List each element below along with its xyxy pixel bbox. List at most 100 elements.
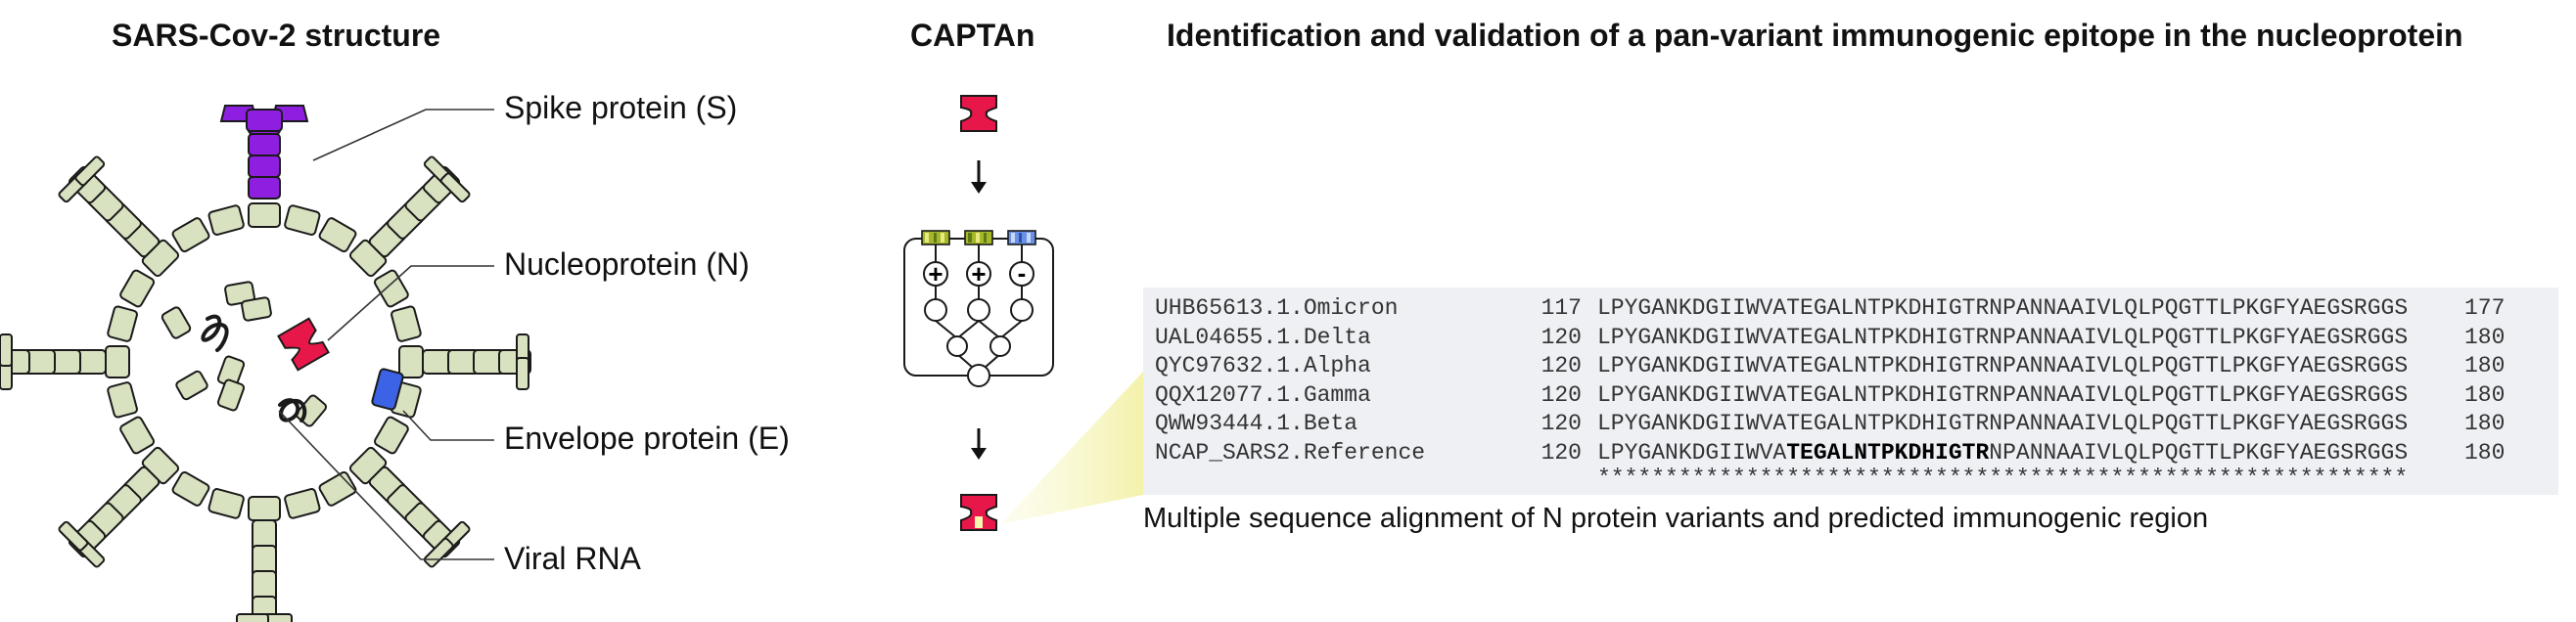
membrane-protein: [439, 172, 471, 203]
epitope-highlight: TEGALNTPKDHIGTR: [1786, 439, 1990, 466]
membrane-protein: [398, 345, 424, 378]
sequence-residues: LPYGANKDGIIWVATEGALNTPKDHIGTRNPANNAAIVLQ…: [1597, 351, 2408, 380]
residues-pre: LPYGANKDGIIWVATEGALNTPKDHIGTRNPANNAAIVLQ…: [1597, 411, 2409, 436]
residues-pre: LPYGANKDGIIWVATEGALNTPKDHIGTRNPANNAAIVLQ…: [1597, 353, 2409, 378]
sequence-name: NCAP_SARS2.Reference: [1155, 439, 1426, 466]
down-arrow-icon: [971, 160, 987, 194]
network-node: [967, 298, 990, 322]
membrane-protein: [318, 470, 357, 507]
membrane-protein: [107, 305, 138, 342]
identification-heading: Identification and validation of a pan-v…: [1167, 18, 2463, 53]
network-node: [946, 335, 968, 357]
membrane-protein: [373, 416, 409, 455]
membrane-protein: [391, 305, 422, 342]
membrane-protein: [207, 488, 245, 519]
alignment-consensus-row: ****************************************…: [1155, 464, 2408, 522]
sequence-end: 177: [2464, 295, 2506, 321]
viral-rna: [201, 314, 229, 352]
membrane-protein: [284, 204, 321, 236]
captan-output-peptide: [960, 494, 997, 531]
structure-heading: SARS-Cov-2 structure: [112, 18, 441, 53]
network-node-plus-1: [923, 261, 948, 287]
sequence-name: QQX12077.1.Gamma: [1155, 381, 1371, 408]
neural-network-box: + + -: [903, 230, 1054, 387]
network-node-minus: [1009, 261, 1035, 287]
spike-leader-line: [312, 109, 494, 161]
sequence-start: 120: [1541, 381, 1582, 408]
nucleocapsid-fragment: [241, 296, 272, 322]
nucleocapsid-fragment: [161, 306, 192, 339]
sequence-end: 180: [2464, 324, 2506, 350]
sequence-residues: LPYGANKDGIIWVATEGALNTPKDHIGTRNPANNAAIVLQ…: [1597, 438, 2408, 467]
sequence-residues: LPYGANKDGIIWVATEGALNTPKDHIGTRNPANNAAIVLQ…: [1597, 293, 2408, 323]
plus-sign-2: +: [971, 259, 986, 289]
variant-peptide-green-1: [921, 230, 950, 245]
membrane-protein: [516, 357, 529, 390]
membrane-protein: [373, 269, 409, 308]
membrane-protein: [171, 470, 210, 507]
alignment-panel: [1143, 288, 2558, 495]
nucleoprotein-leader-line: [327, 265, 494, 341]
residues-pre: LPYGANKDGIIWVA: [1597, 439, 1787, 466]
membrane-protein: [105, 345, 130, 378]
residues-pre: LPYGANKDGIIWVATEGALNTPKDHIGTRNPANNAAIVLQ…: [1597, 295, 2409, 321]
viral-rna-label: Viral RNA: [504, 541, 641, 576]
sequence-residues: LPYGANKDGIIWVATEGALNTPKDHIGTRNPANNAAIVLQ…: [1597, 409, 2408, 438]
sequence-end: 180: [2464, 439, 2506, 466]
captan-input-peptide: [960, 95, 997, 132]
sequence-name: QWW93444.1.Beta: [1155, 411, 1358, 436]
spike-protein: [219, 105, 309, 200]
network-node: [989, 335, 1011, 357]
membrane-protein: [318, 217, 357, 253]
minus-sign: -: [1018, 258, 1027, 288]
membrane-protein: [0, 333, 13, 367]
plus-sign-1: +: [928, 259, 943, 289]
membrane-protein: [236, 613, 269, 622]
network-output-node: [967, 364, 990, 387]
membrane-protein: [207, 204, 245, 236]
membrane-protein: [58, 520, 89, 552]
nucleoprotein: [277, 317, 330, 372]
network-node: [1010, 298, 1034, 322]
envelope-protein-label: Envelope protein (E): [504, 421, 790, 456]
spike-protein-label: Spike protein (S): [504, 90, 738, 125]
network-node: [924, 298, 947, 322]
rna-leader-line: [278, 410, 494, 560]
alignment-caption: Multiple sequence alignment of N protein…: [1143, 503, 2209, 534]
membrane-protein: [119, 269, 156, 308]
captan-heading: CAPTAn: [910, 18, 1035, 53]
residues-pre: LPYGANKDGIIWVATEGALNTPKDHIGTRNPANNAAIVLQ…: [1597, 381, 2409, 408]
residues-post: NPANNAAIVLQLPQGTTLPKGFYAEGSRGGS: [1989, 439, 2409, 466]
nucleocapsid-fragment: [295, 394, 328, 427]
sequence-name: UAL04655.1.Delta: [1155, 324, 1371, 350]
network-node-plus-2: [966, 261, 991, 287]
sequence-start: 120: [1541, 411, 1582, 436]
membrane-protein: [107, 381, 138, 419]
membrane-protein: [74, 156, 106, 187]
consensus-stars: ****************************************…: [1597, 466, 2409, 491]
sequence-start: 120: [1541, 324, 1582, 350]
envelope-protein: [371, 368, 404, 411]
sequence-start: 117: [1541, 295, 1582, 321]
nucleoprotein-label: Nucleoprotein (N): [504, 246, 750, 282]
sequence-residues: LPYGANKDGIIWVATEGALNTPKDHIGTRNPANNAAIVLQ…: [1597, 323, 2408, 352]
membrane-protein: [248, 496, 281, 521]
membrane-protein: [284, 488, 321, 519]
sequence-end: 180: [2464, 353, 2506, 378]
sequence-residues: LPYGANKDGIIWVATEGALNTPKDHIGTRNPANNAAIVLQ…: [1597, 380, 2408, 410]
variant-peptide-blue: [1007, 230, 1036, 245]
residues-pre: LPYGANKDGIIWVATEGALNTPKDHIGTRNPANNAAIVLQ…: [1597, 324, 2409, 350]
membrane-protein: [248, 202, 281, 228]
variant-peptide-green-2: [964, 230, 993, 245]
sequence-end: 180: [2464, 381, 2506, 408]
envelope-leader-line: [402, 410, 494, 441]
nucleocapsid-fragment: [175, 370, 208, 401]
sequence-end: 180: [2464, 411, 2506, 436]
virion-diagram: [0, 105, 531, 622]
highlight-beam: [1000, 372, 1143, 524]
sequence-name: UHB65613.1.Omicron: [1155, 295, 1399, 321]
sequence-name: QYC97632.1.Alpha: [1155, 353, 1371, 378]
down-arrow-icon: [971, 428, 987, 460]
sequence-start: 120: [1541, 353, 1582, 378]
